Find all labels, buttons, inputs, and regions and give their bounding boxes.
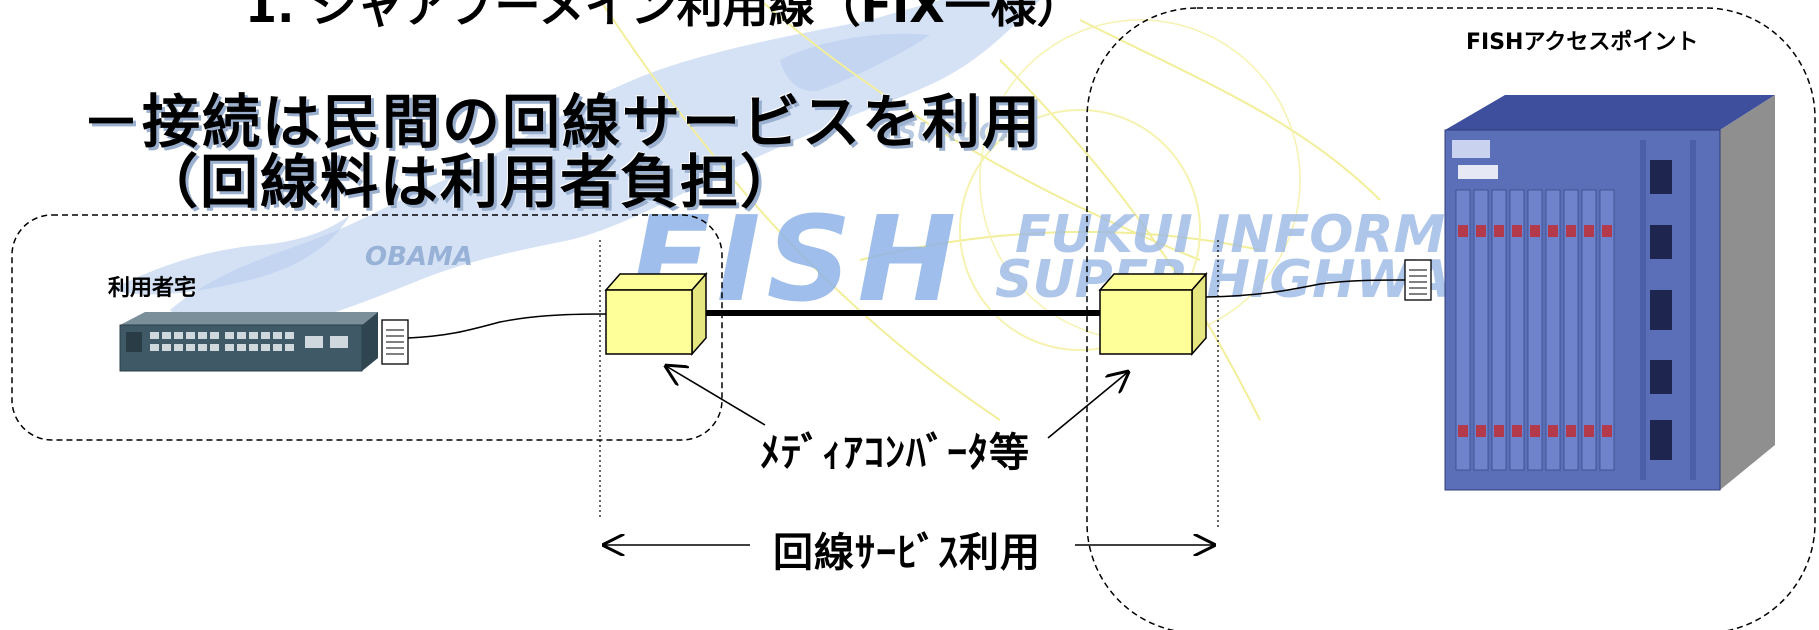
cable-left <box>407 313 607 339</box>
user-home-region <box>11 214 723 441</box>
connector-icon <box>1404 259 1432 301</box>
access-point-label: FISHアクセスポイント <box>1466 30 1699 55</box>
watermark-place1: OBAMA <box>365 242 474 272</box>
cable-right <box>1205 279 1406 298</box>
decorative-curve <box>1079 19 1381 201</box>
network-switch-icon <box>119 312 378 372</box>
coastline-map-shape-2 <box>110 215 350 295</box>
decorative-ring <box>959 109 1201 351</box>
pointer-arrow-right <box>1047 372 1128 439</box>
title-partial: 1. シャアブーメイン利用線（FIX一様） <box>245 0 1083 33</box>
pointer-arrow-left <box>666 366 766 426</box>
user-home-label: 利用者宅 <box>108 276 197 301</box>
heading-line-2: （回線料は利用者負担） <box>140 148 801 216</box>
media-converter-icon <box>1098 272 1208 356</box>
watermark-line1: FUKUI INFORM <box>1015 205 1446 265</box>
decorative-curve <box>859 230 1261 261</box>
decorative-curve <box>599 0 1001 421</box>
line-service-label: 回線ｻｰﾋﾞｽ利用 <box>765 520 1049 578</box>
media-converter-icon <box>604 272 708 356</box>
media-converter-label: ﾒﾃﾞｨｱｺﾝﾊﾞｰﾀ等 <box>760 430 1030 476</box>
decorative-curve <box>999 59 1261 421</box>
coastline-map-shape-3 <box>780 33 930 91</box>
access-point-region <box>1086 7 1816 630</box>
connector-icon <box>381 319 409 365</box>
heading-line-1: －接続は民間の回線サービスを利用 <box>82 88 1043 156</box>
watermark-place2: TSURUGA <box>880 118 1021 148</box>
router-chassis-icon <box>1444 95 1775 491</box>
